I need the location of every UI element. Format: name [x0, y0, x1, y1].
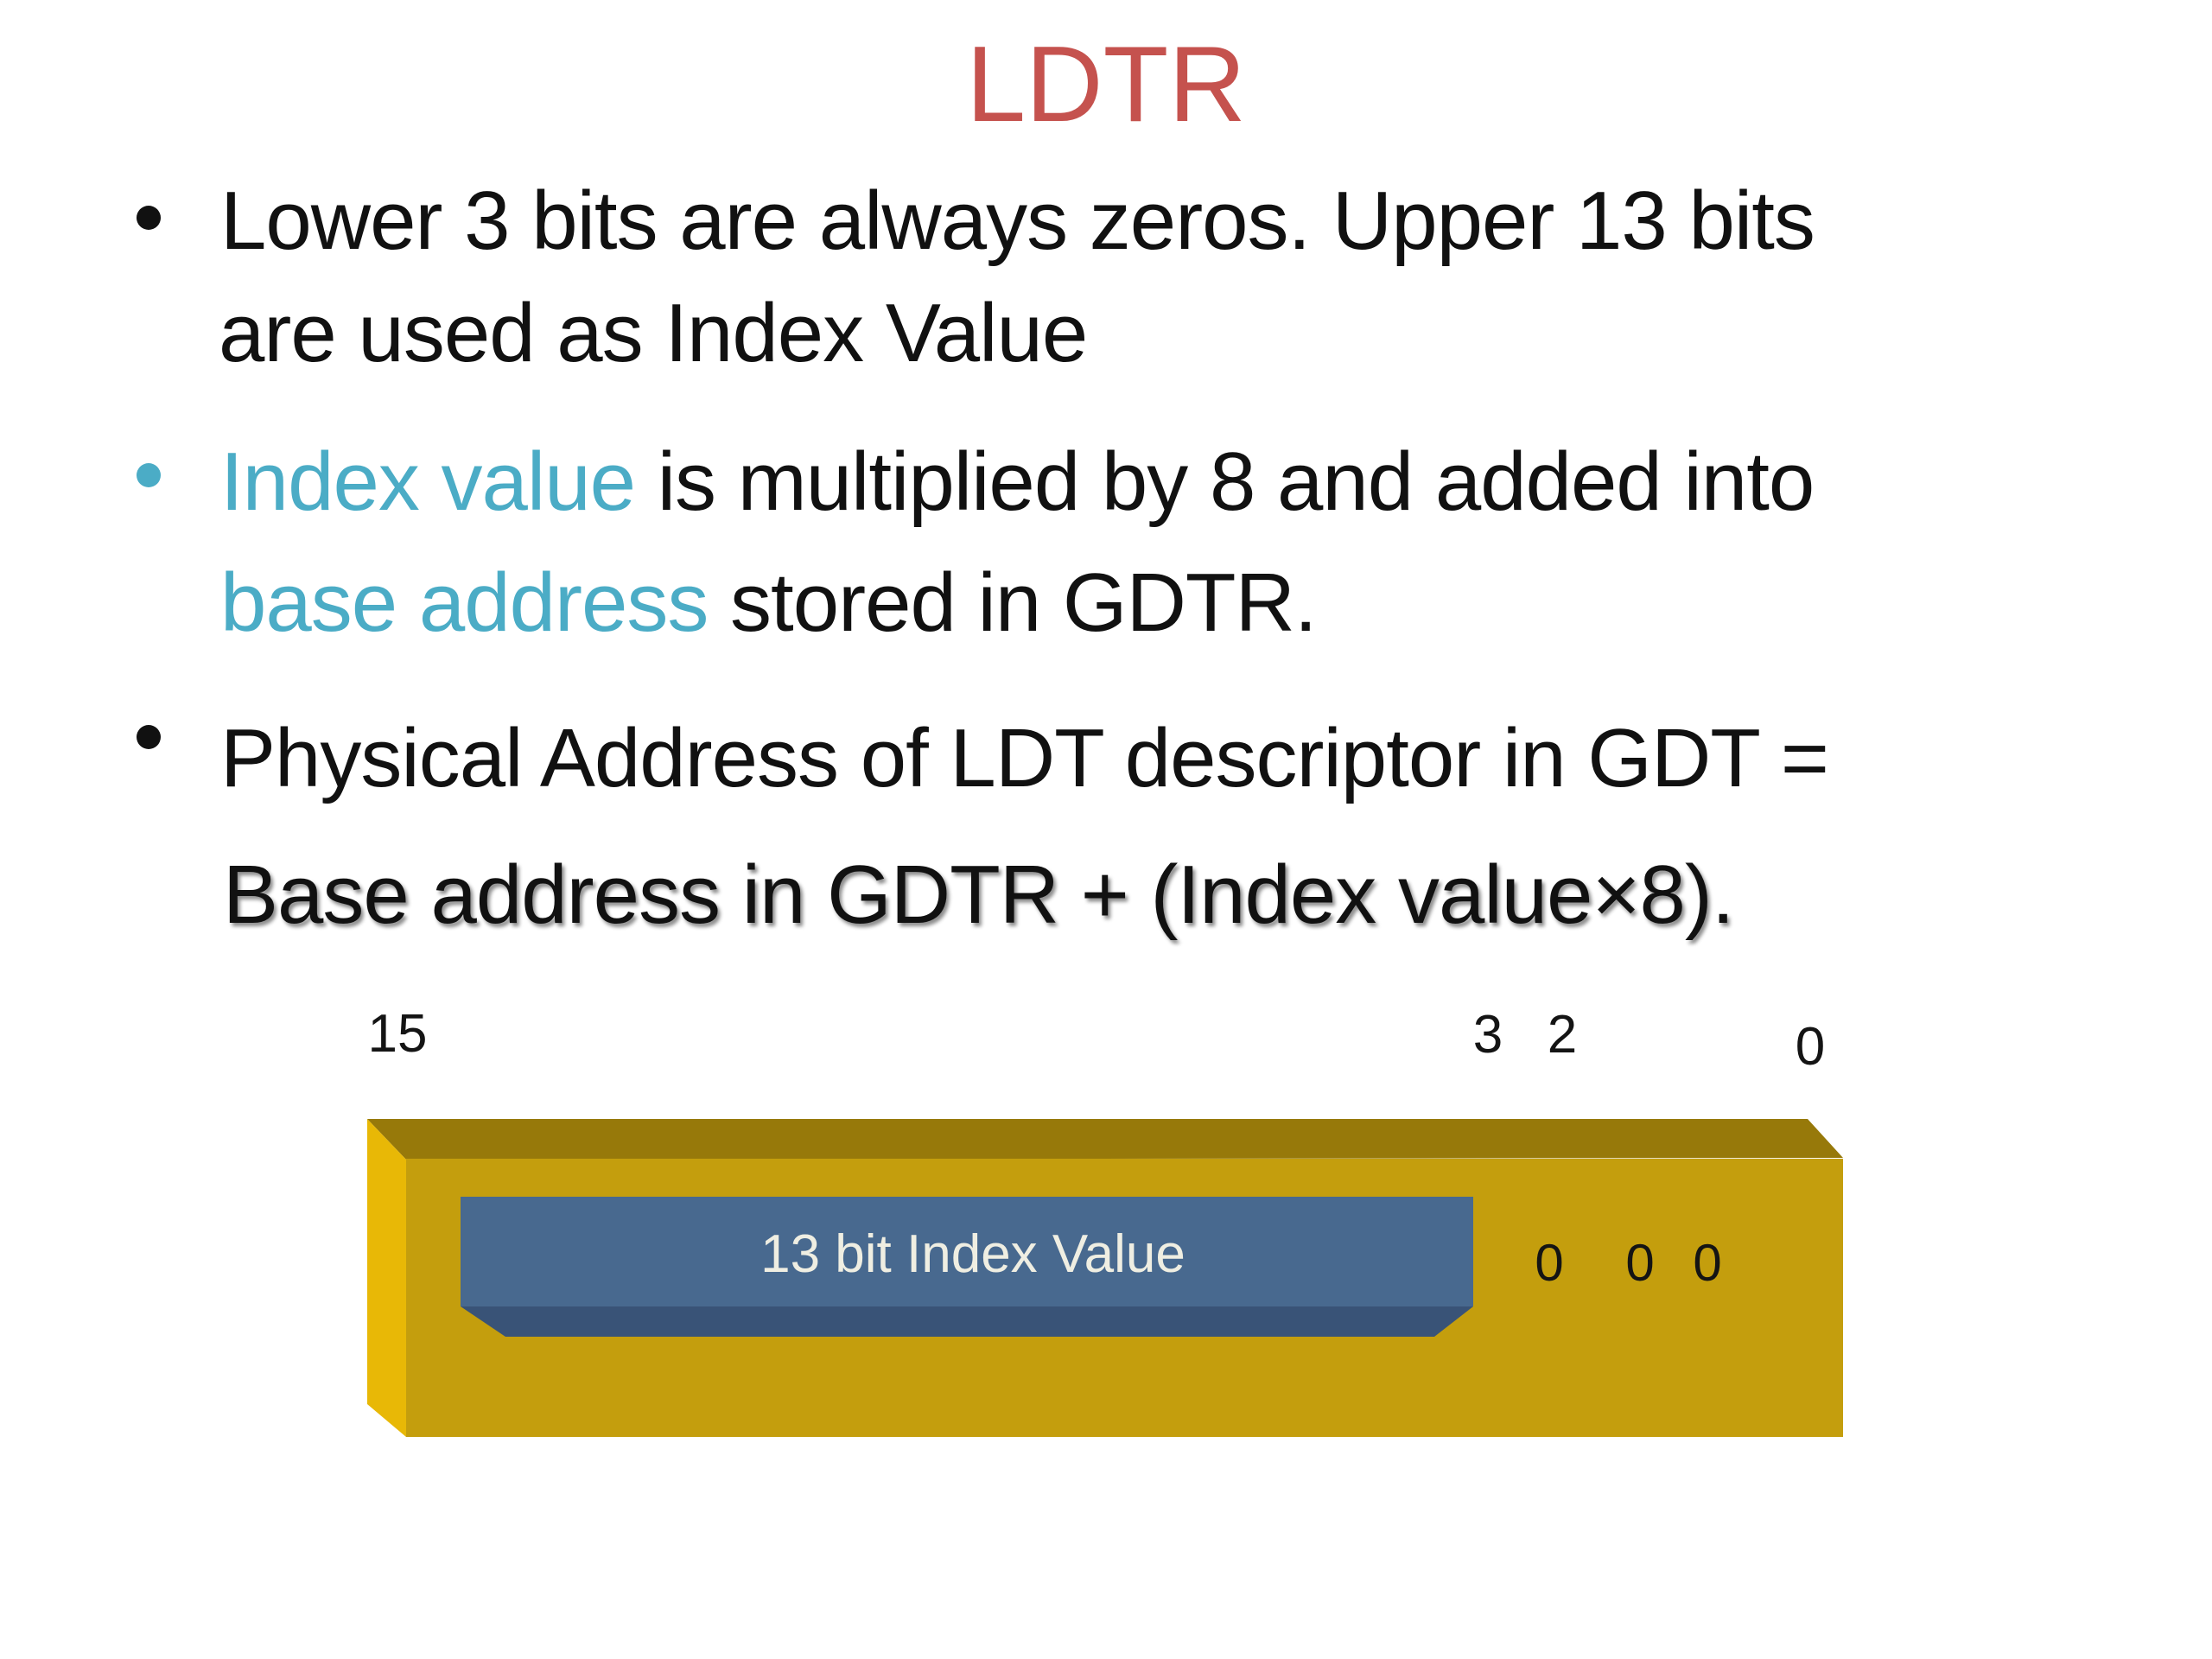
bullet-marker-1 [137, 206, 161, 230]
index-field-front-face [461, 1197, 1473, 1306]
register-box-top-face [367, 1119, 1843, 1160]
bullet-3-line-1: Physical Address of LDT descriptor in GD… [220, 712, 1829, 804]
register-box-left-bevel [367, 1119, 406, 1437]
zero-bit-0: 0 [1693, 1234, 1721, 1292]
bit-label-0: 0 [1796, 1017, 1825, 1077]
zero-bit-1: 0 [1625, 1234, 1654, 1292]
page-title: LDTR [966, 25, 1246, 144]
zero-bit-2: 0 [1535, 1234, 1563, 1292]
index-field-bottom-bevel [461, 1306, 1473, 1337]
bullet-2-line-1: Index value is multiplied by 8 and added… [220, 441, 1815, 524]
ldtr-register-diagram: 15 3 2 0 13 bit Index Value 0 0 0 [367, 1004, 1843, 1437]
index-field-label: 13 bit Index Value [760, 1224, 1185, 1284]
highlight-index-value: Index value [220, 435, 636, 528]
bit-label-15: 15 [368, 1004, 428, 1064]
bullet-marker-3 [137, 725, 161, 749]
bullet-2-line-1-rest: is multiplied by 8 and added into [635, 435, 1815, 528]
bullet-1-line-2: are used as Index Value [219, 287, 1088, 379]
bit-label-3: 3 [1473, 1005, 1503, 1065]
bullet-3-line-2: Base address in GDTR + (Index value×8). [223, 849, 1735, 941]
bullet-marker-2 [137, 463, 161, 487]
bit-label-2: 2 [1548, 1005, 1577, 1065]
bullet-1-line-1: Lower 3 bits are always zeros. Upper 13 … [220, 175, 1815, 267]
highlight-base-address: base address [220, 556, 709, 649]
bullet-2-line-2: base address stored in GDTR. [220, 562, 1318, 645]
bullet-2-line-2-rest: stored in GDTR. [708, 556, 1318, 649]
